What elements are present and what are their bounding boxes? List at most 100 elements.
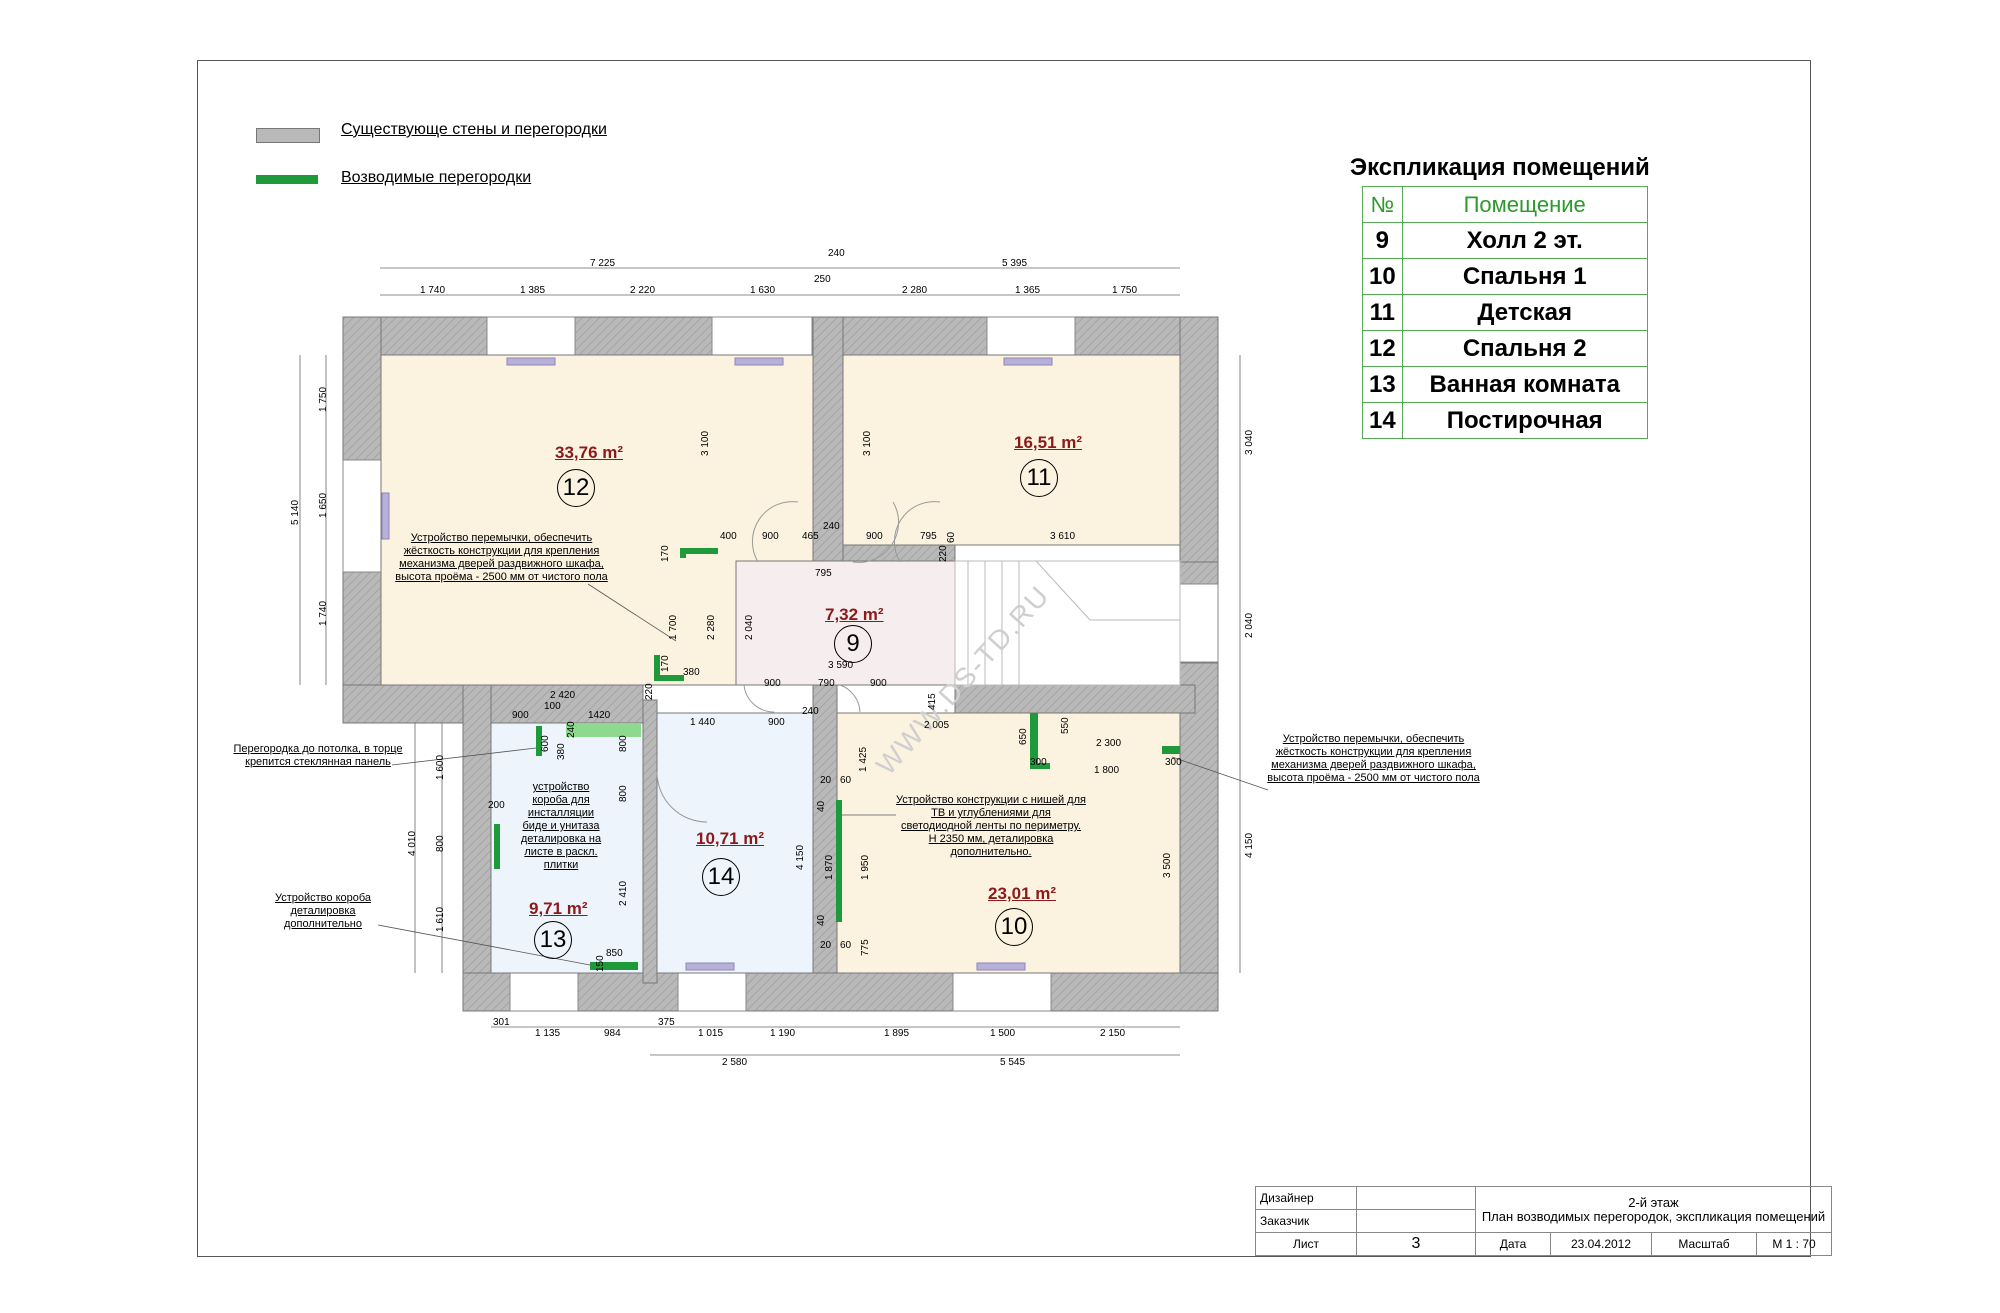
dim-inner: 4 150 <box>795 844 806 870</box>
dim-inner: 800 <box>618 785 629 802</box>
dim-inner: 20 <box>820 775 832 786</box>
room-area-9: 7,32 m² <box>825 605 884 624</box>
dim-inner: 1420 <box>588 710 611 721</box>
explication-name: Постирочная <box>1401 402 1648 439</box>
dim-inner: 775 <box>860 939 871 956</box>
dim-top-mid: 240 <box>828 248 845 259</box>
dim-inner: 415 <box>927 693 938 710</box>
dim-inner: 2 410 <box>618 880 629 906</box>
room-11-floor <box>842 354 1181 546</box>
door-swings <box>656 501 941 823</box>
dim-inner: 240 <box>802 706 819 717</box>
room-area-10: 23,01 m² <box>988 884 1057 903</box>
dim-top: 1 385 <box>520 285 546 296</box>
dim-inner: 600 <box>540 735 551 752</box>
explication-num: 10 <box>1362 258 1403 295</box>
explication-header-room: Помещение <box>1401 186 1648 223</box>
dim-left: 1 650 <box>318 492 329 518</box>
note-box: Устройство короба деталировка дополнител… <box>274 892 372 930</box>
dim-left: 1 740 <box>318 600 329 626</box>
dim-bottom-total: 2 580 <box>722 1057 748 1068</box>
dim-bottom: 1 135 <box>535 1028 561 1039</box>
dim-top: 1 750 <box>1112 285 1138 296</box>
dim-inner: 300 <box>1165 757 1182 768</box>
stair-area <box>954 560 1181 686</box>
scale-label: Масштаб <box>1651 1232 1757 1256</box>
note-partition: Перегородка до потолка, в торце крепится… <box>233 743 403 768</box>
date-value: 23.04.2012 <box>1550 1232 1652 1256</box>
dim-bottom: 301 <box>493 1017 510 1028</box>
dim-inner: 3 590 <box>828 660 854 671</box>
dim-top-total-left: 7 225 <box>590 258 616 269</box>
explication-header-row: № Помещение <box>1362 186 1648 223</box>
dim-bottom: 1 015 <box>698 1028 724 1039</box>
drawing-sheet-frame <box>197 60 1811 1257</box>
room-number-13: 13 <box>534 921 572 959</box>
legend-existing-label: Существующе стены и перегородки <box>341 121 607 138</box>
dim-inner: 220 <box>938 545 949 562</box>
dim-inner: 900 <box>762 531 779 542</box>
sheet-value: 3 <box>1356 1232 1476 1256</box>
dim-inner: 240 <box>566 721 577 738</box>
dimension-lines <box>299 267 1241 1056</box>
dim-inner: 380 <box>556 743 567 760</box>
note-lintel-right: Устройство перемычки, обеспечить жёсткос… <box>1267 733 1480 784</box>
explication-num: 12 <box>1362 330 1403 367</box>
legend-existing-swatch <box>256 128 320 143</box>
room-number-14: 14 <box>702 858 740 896</box>
drawing-title: 2-й этаж План возводимых перегородок, эк… <box>1475 1186 1832 1233</box>
drawing-title-line1: 2-й этаж <box>1628 1194 1679 1210</box>
room-14-floor <box>656 712 814 974</box>
dim-inner: 60 <box>946 531 957 543</box>
note-tv: Устройство конструкции с нишей для ТВ и … <box>896 794 1086 858</box>
dim-top: 2 220 <box>630 285 656 296</box>
room-number-9: 9 <box>834 625 872 663</box>
dim-inner: 795 <box>815 568 832 579</box>
radiators <box>381 357 1053 971</box>
dim-inner: 1 870 <box>824 854 835 880</box>
designer-value <box>1356 1186 1476 1210</box>
dim-bottom-total: 5 545 <box>1000 1057 1026 1068</box>
dim-inner: 800 <box>618 735 629 752</box>
dim-inner: 2 040 <box>744 614 755 640</box>
dim-inner: 2 280 <box>706 614 717 640</box>
dim-inner: 150 <box>595 955 606 972</box>
room-area-14: 10,71 m² <box>696 829 765 848</box>
dim-inner: 2 420 <box>550 690 576 701</box>
note-lintel-left: Устройство перемычки, обеспечить жёсткос… <box>395 532 608 583</box>
room-number-11: 11 <box>1020 459 1058 497</box>
dim-inner: 900 <box>768 717 785 728</box>
dim-left: 1 750 <box>318 386 329 412</box>
dim-inner: 100 <box>544 701 561 712</box>
room-9-floor <box>735 560 956 686</box>
dim-inner: 900 <box>764 678 781 689</box>
dim-inner: 200 <box>488 800 505 811</box>
dim-inner: 650 <box>1018 728 1029 745</box>
date-label: Дата <box>1475 1232 1551 1256</box>
dim-inner: 900 <box>870 678 887 689</box>
room-number-12: 12 <box>557 469 595 507</box>
title-block-row: Лист 3 Дата 23.04.2012 Масштаб М 1 : 70 <box>1255 1232 1832 1256</box>
dim-inner: 1 950 <box>860 854 871 880</box>
dim-inner: 795 <box>920 531 937 542</box>
dim-inner: 1 440 <box>690 717 716 728</box>
explication-header-num: № <box>1362 186 1403 223</box>
customer-label: Заказчик <box>1255 1209 1357 1233</box>
dim-inner: 40 <box>816 914 827 926</box>
room-area-12: 33,76 m² <box>555 443 624 462</box>
dim-right: 3 040 <box>1244 429 1255 455</box>
dim-bottom: 2 150 <box>1100 1028 1126 1039</box>
explication-num: 11 <box>1362 294 1403 331</box>
explication-name: Холл 2 эт. <box>1401 222 1648 259</box>
title-block-row: Дизайнер 2-й этаж План возводимых перего… <box>1255 1186 1832 1233</box>
room-area-11: 16,51 m² <box>1014 433 1083 452</box>
dim-inner: 2 005 <box>924 720 950 731</box>
dim-bottom: 1 500 <box>990 1028 1016 1039</box>
dim-inner: 850 <box>606 948 623 959</box>
dim-inner: 3 500 <box>1162 852 1173 878</box>
